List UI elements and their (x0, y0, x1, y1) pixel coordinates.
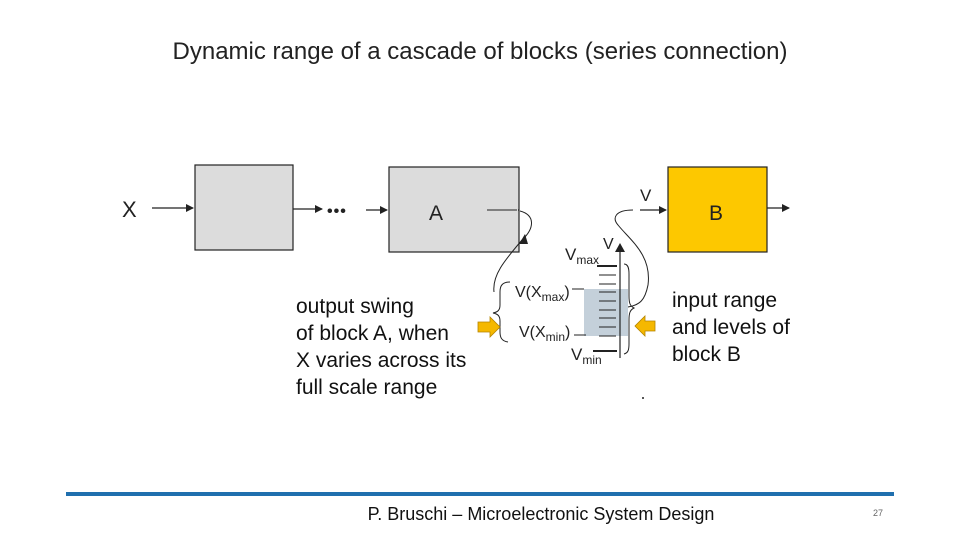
note-line: and levels of (672, 316, 790, 339)
vxmax-base: V(X (515, 284, 542, 301)
vxmin-label: V(Xmin) (519, 324, 570, 344)
vxmin-sub: min (546, 330, 565, 344)
vxmin-close: ) (565, 324, 570, 341)
input-range-brace (623, 263, 636, 355)
stray-mark (642, 397, 644, 399)
input-range-callout-arrow-icon (634, 315, 656, 337)
note-line: block B (672, 343, 741, 366)
output-swing-callout-arrow-icon (477, 316, 501, 338)
vmax-base: V (565, 245, 577, 264)
block-a-label: A (429, 202, 443, 225)
block-b (667, 166, 768, 253)
level-ticks (593, 265, 617, 352)
input-label: X (122, 197, 137, 222)
input-range-note: input range and levels of block B (672, 287, 790, 368)
input-range-connector (614, 209, 649, 308)
note-line: output swing (296, 295, 414, 318)
note-line: X varies across its (296, 349, 467, 372)
vxmax-sub: max (542, 290, 565, 304)
vmax-sub: max (576, 253, 599, 267)
vxmin-base: V(X (519, 324, 546, 341)
signal-label: V (640, 186, 652, 205)
voltage-axis-arrowhead (615, 243, 625, 252)
ellipsis: ••• (327, 203, 347, 220)
vmin-sub: min (582, 353, 601, 367)
note-line: input range (672, 289, 778, 312)
vxmax-label: V(Xmax) (515, 284, 570, 304)
slide-title: Dynamic range of a cascade of blocks (se… (172, 38, 788, 65)
first-block (194, 164, 294, 251)
curve-to-output-swing (493, 239, 523, 293)
block-b-label: B (709, 202, 723, 225)
note-line: of block A, when (296, 322, 449, 345)
page-number: 27 (873, 508, 884, 518)
output-swing-shaded-range (584, 289, 628, 336)
vxmax-close: ) (564, 284, 569, 301)
vmin-base: V (571, 345, 583, 364)
footer-rule (66, 492, 894, 496)
vmax-label: Vmax (565, 245, 599, 267)
footer-text: P. Bruschi – Microelectronic System Desi… (367, 504, 715, 524)
vmin-label: Vmin (571, 345, 602, 367)
output-swing-brace (492, 281, 511, 343)
curve-arrowhead (519, 234, 528, 244)
axis-label: V (603, 236, 614, 253)
output-swing-note: output swing of block A, when X varies a… (296, 293, 466, 401)
note-line: full scale range (296, 376, 438, 399)
